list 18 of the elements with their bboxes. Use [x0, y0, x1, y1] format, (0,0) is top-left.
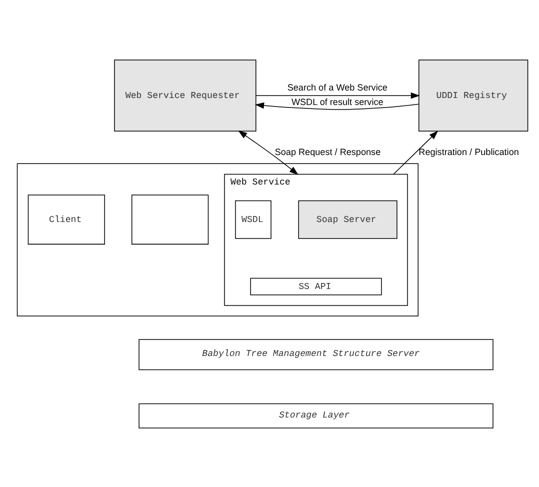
node-box: Storage Layer: [138, 402, 494, 428]
edge-label: Registration / Publication: [418, 146, 519, 157]
node-box: WSDL: [235, 200, 272, 238]
arrow: [256, 92, 420, 98]
node-box: UDDI Registry: [418, 59, 528, 131]
node-box: Babylon Tree Management Structure Server: [138, 338, 494, 370]
edge-label: Search of a Web Service: [287, 82, 388, 92]
edge-label: WSDL of result service: [291, 96, 384, 107]
arrow: [393, 130, 438, 174]
arrow: [254, 102, 420, 110]
node-box: Web Service Requester: [114, 59, 256, 131]
node-box: Soap Server: [298, 200, 398, 238]
arrow: [238, 130, 298, 174]
node-box: Client: [28, 194, 105, 244]
edge-label: Soap Request / Response: [274, 146, 381, 157]
node-box: SS API: [250, 277, 382, 295]
cluster: [16, 162, 418, 316]
node-box: [131, 194, 209, 244]
